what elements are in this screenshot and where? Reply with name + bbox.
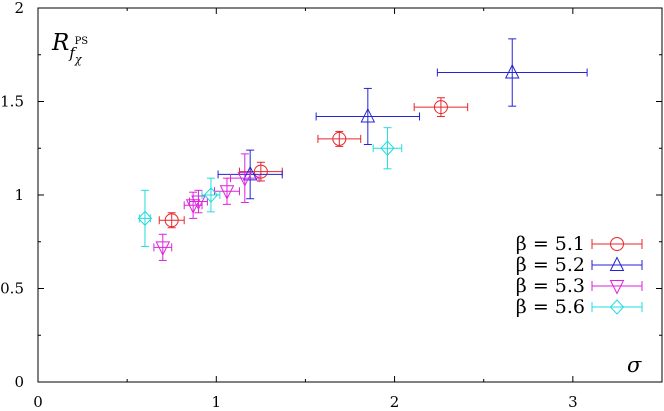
y-tick-label: 0 — [14, 373, 24, 391]
legend-sample-marker — [609, 256, 625, 271]
data-point — [436, 38, 588, 107]
data-point — [201, 177, 221, 213]
legend-label: β = 5.2 — [516, 254, 585, 276]
data-point-marker — [155, 241, 171, 256]
data-point-marker — [203, 187, 219, 203]
data-point — [315, 87, 421, 146]
data-point-marker — [219, 185, 235, 200]
series-4 — [137, 127, 403, 247]
legend-item: β = 5.3 — [516, 275, 643, 297]
data-point — [158, 212, 185, 229]
legend: β = 5.1β = 5.2β = 5.3β = 5.6 — [516, 233, 643, 318]
data-point-marker — [360, 107, 376, 123]
data-point — [230, 153, 260, 203]
y-tick-label: 0.5 — [0, 280, 24, 298]
data-point — [183, 191, 203, 219]
legend-sample-marker — [609, 280, 625, 295]
data-point-marker — [433, 100, 448, 115]
legend-label: β = 5.1 — [516, 233, 585, 255]
data-point-marker — [185, 199, 201, 214]
data-point-marker — [191, 195, 206, 211]
data-point — [214, 177, 240, 205]
data-point-marker — [137, 210, 153, 227]
legend-sample-marker — [610, 237, 624, 251]
x-axis-label: σ — [627, 353, 642, 377]
data-point-marker — [242, 165, 258, 181]
y-axis-label-main: R — [51, 30, 69, 56]
y-axis-label-sub: f — [68, 44, 77, 62]
data-point — [372, 127, 403, 170]
legend-item: β = 5.6 — [516, 296, 643, 318]
series-2 — [217, 38, 588, 200]
data-layer — [137, 38, 588, 261]
legend-item: β = 5.2 — [516, 254, 643, 276]
y-tick-label: 1 — [14, 186, 24, 204]
data-point — [137, 189, 153, 247]
data-point-marker — [237, 172, 253, 187]
plot-area-border — [37, 7, 663, 383]
x-tick-label: 0 — [33, 393, 43, 411]
x-tick-label: 3 — [568, 393, 578, 411]
x-tick-label: 2 — [390, 393, 400, 411]
series-3 — [153, 153, 260, 261]
data-point — [317, 130, 362, 147]
plot-frame-layer — [37, 7, 663, 383]
legend-sample-marker — [609, 299, 625, 315]
data-point-marker — [332, 131, 347, 146]
legend-item: β = 5.1 — [516, 233, 643, 255]
data-point — [413, 97, 469, 117]
y-axis-label: Rfχ PS — [51, 30, 88, 66]
data-point-marker — [164, 213, 179, 228]
y-tick-label: 2 — [14, 0, 24, 17]
y-axis-label-subsub: χ — [74, 53, 83, 66]
series-1 — [158, 97, 469, 229]
data-point-marker — [380, 140, 395, 156]
x-tick-label: 1 — [212, 393, 222, 411]
legend-label: β = 5.3 — [516, 275, 585, 297]
legend-label: β = 5.6 — [516, 296, 585, 318]
data-point-marker — [253, 164, 268, 179]
data-point-marker — [504, 63, 520, 79]
data-point — [153, 233, 173, 261]
y-axis-label-sup: PS — [75, 36, 89, 47]
data-point — [189, 189, 208, 214]
y-tick-label: 1.5 — [0, 93, 24, 111]
